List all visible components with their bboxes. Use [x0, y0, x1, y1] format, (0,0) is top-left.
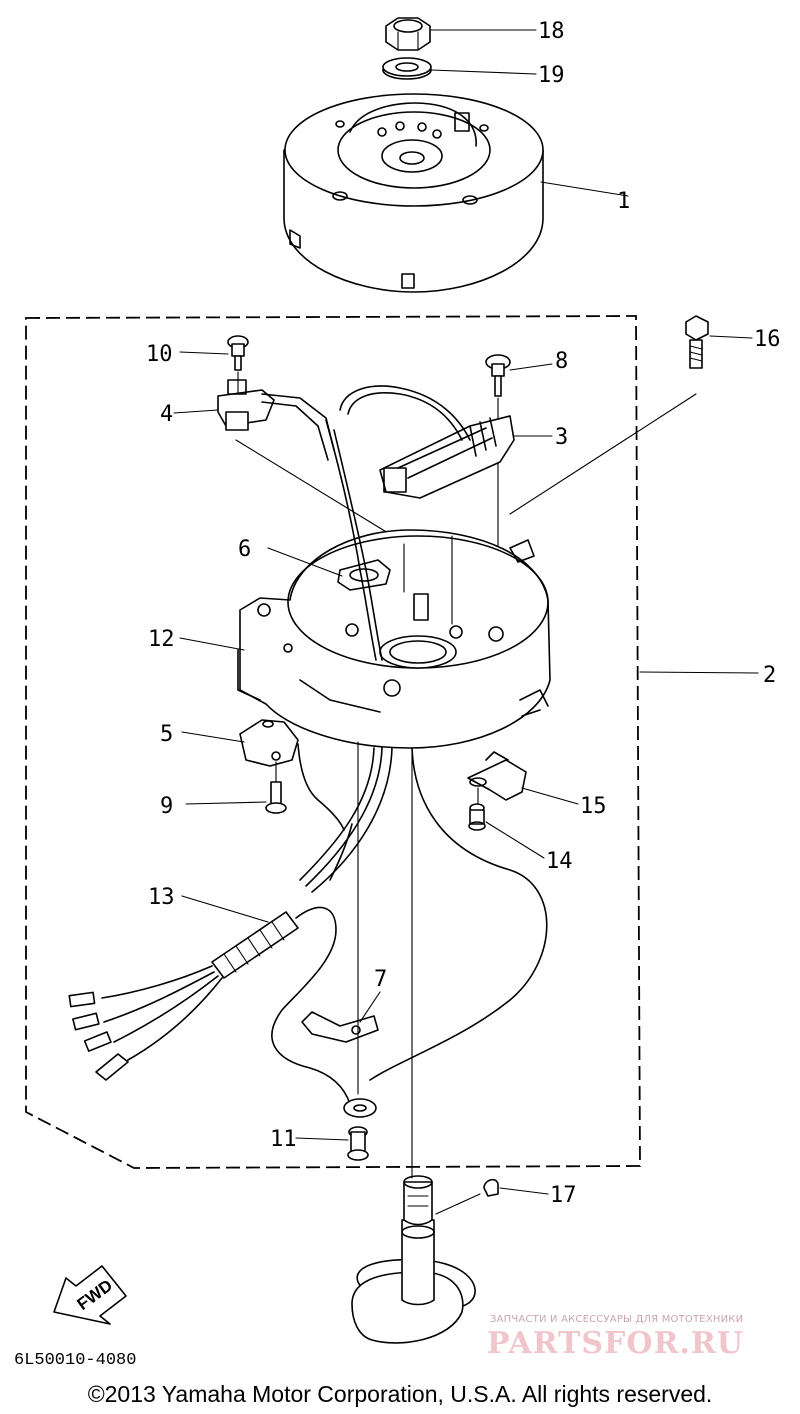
callout-12: 12: [148, 627, 175, 652]
part-flywheel: [283, 93, 544, 293]
callout-15: 15: [580, 794, 607, 819]
callout-3: 3: [555, 425, 568, 450]
part-pulser-coil: [217, 379, 335, 461]
callout-16: 16: [754, 327, 781, 352]
part-charge-coil: [379, 415, 515, 499]
callout-7: 7: [374, 967, 387, 992]
part-ring-terminal: [343, 1098, 377, 1118]
part-plate: [301, 1011, 379, 1043]
watermark-logo: PARTSFOR.RU: [487, 1326, 744, 1361]
callout-19: 19: [538, 63, 565, 88]
part-woodruff-key: [483, 1178, 499, 1197]
part-screw-8: [485, 354, 511, 397]
part-bolt-long: [685, 315, 709, 369]
part-crankshaft: [351, 1175, 476, 1344]
callout-11: 11: [270, 1127, 297, 1152]
callout-5: 5: [160, 722, 173, 747]
callout-18: 18: [538, 19, 565, 44]
callout-9: 9: [160, 794, 173, 819]
part-grommet: [337, 559, 391, 591]
diagram-code: 6L50010-4080: [14, 1351, 137, 1370]
part-stator-base: [237, 529, 551, 749]
callout-8: 8: [555, 349, 568, 374]
callout-4: 4: [160, 402, 173, 427]
part-wire-harness: [68, 743, 548, 1105]
callout-14: 14: [546, 849, 573, 874]
part-nut: [385, 17, 431, 51]
part-bracket: [239, 719, 299, 767]
assembly-boundary: [25, 315, 641, 1169]
fwd-arrow: FWD: [53, 1265, 127, 1325]
callout-1: 1: [617, 189, 630, 214]
part-washer: [382, 57, 432, 80]
callout-6: 6: [238, 537, 251, 562]
copyright-notice: ©2013 Yamaha Motor Corporation, U.S.A. A…: [87, 1381, 713, 1407]
watermark-tagline: ЗАПЧАСТИ И АКСЕССУАРЫ ДЛЯ МОТОТЕХНИКИ: [490, 1314, 744, 1325]
part-screw-9: [265, 781, 287, 814]
callout-17: 17: [550, 1183, 577, 1208]
callout-10: 10: [146, 342, 173, 367]
callout-2: 2: [763, 663, 776, 688]
part-screw-11: [347, 1126, 369, 1161]
part-clip: [467, 751, 527, 801]
part-screw-10: [227, 335, 249, 371]
callout-13: 13: [148, 885, 175, 910]
part-screw-14: [468, 803, 486, 831]
